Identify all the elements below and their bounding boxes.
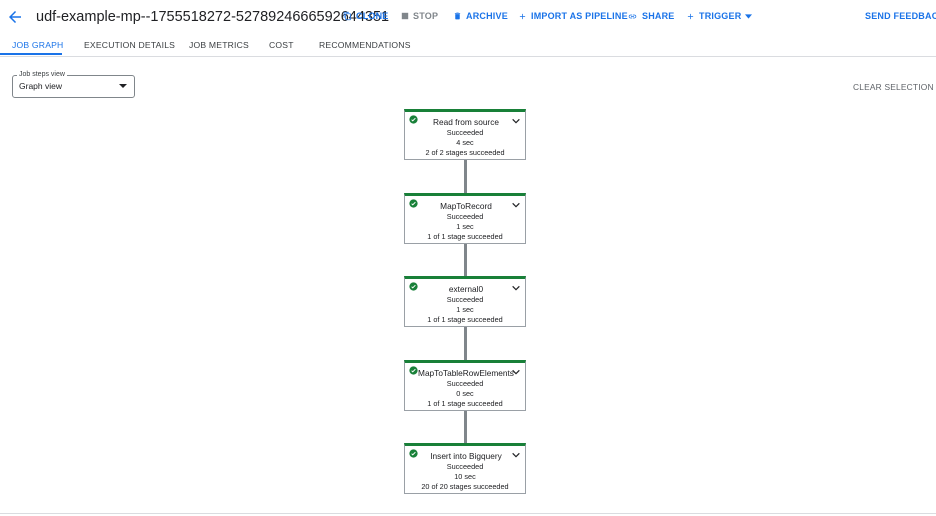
chevron-down-icon[interactable] (512, 369, 520, 375)
node-duration: 4 sec (456, 138, 474, 147)
plus-icon (519, 13, 526, 19)
share-label: SHARE (642, 11, 675, 21)
import-as-pipeline-button[interactable]: IMPORT AS PIPELINE (518, 11, 628, 21)
node-title: Insert into Bigquery (430, 451, 502, 461)
graph-edge (464, 243, 467, 277)
node-duration: 1 sec (456, 305, 474, 314)
node-duration: 1 sec (456, 222, 474, 231)
share-button[interactable]: SHARE (627, 11, 675, 21)
job-title: udf-example-mp--1755518272-5278924666592… (36, 9, 390, 25)
job-steps-view-value: Graph view (19, 81, 62, 91)
tab-execution-details[interactable]: EXECUTION DETAILS (84, 40, 176, 50)
clone-label: CLONE (356, 11, 389, 21)
node-title: MapToRecord (440, 201, 492, 211)
plus-icon (687, 13, 694, 19)
node-stages: 20 of 20 stages succeeded (421, 482, 509, 491)
dropdown-arrow-icon (119, 84, 127, 88)
graph-edge (464, 410, 467, 444)
chevron-down-icon[interactable] (512, 118, 520, 124)
graph-node-read-from-source[interactable]: Read from source Succeeded 4 sec 2 of 2 … (404, 109, 526, 160)
node-status: Succeeded (446, 128, 484, 137)
trigger-button[interactable]: TRIGGER (686, 11, 753, 21)
bottom-divider (0, 513, 936, 514)
node-stages: 1 of 1 stage succeeded (427, 232, 503, 241)
active-tab-indicator (0, 53, 62, 55)
check-circle-icon (409, 366, 418, 375)
graph-edge (464, 160, 467, 194)
node-status: Succeeded (446, 212, 484, 221)
node-duration: 0 sec (456, 389, 474, 398)
archive-button[interactable]: ARCHIVE (453, 11, 508, 21)
graph-node-maptotablerowelements[interactable]: MapToTableRowElements Succeeded 0 sec 1 … (404, 360, 526, 411)
archive-label: ARCHIVE (466, 11, 508, 21)
node-status: Succeeded (446, 379, 484, 388)
graph-node-external0[interactable]: external0 Succeeded 1 sec 1 of 1 stage s… (404, 276, 526, 327)
back-arrow-icon[interactable] (6, 8, 24, 26)
graph-edge (464, 327, 467, 361)
tab-recommendations[interactable]: RECOMMENDATIONS (319, 40, 411, 50)
clone-icon (343, 11, 351, 21)
tab-bar: JOB GRAPH EXECUTION DETAILS JOB METRICS … (0, 34, 936, 57)
job-steps-view-label: Job steps view (17, 71, 67, 78)
graph-node-insert-into-bigquery[interactable]: Insert into Bigquery Succeeded 10 sec 20… (404, 443, 526, 494)
import-as-pipeline-label: IMPORT AS PIPELINE (531, 11, 628, 21)
node-title: MapToTableRowElements (418, 368, 514, 378)
check-circle-icon (409, 115, 418, 124)
send-feedback-button[interactable]: SEND FEEDBACK (865, 11, 936, 21)
top-bar: udf-example-mp--1755518272-5278924666592… (0, 0, 936, 34)
tab-job-metrics[interactable]: JOB METRICS (189, 40, 249, 50)
node-duration: 10 sec (454, 472, 476, 481)
trigger-label: TRIGGER (699, 11, 742, 21)
check-circle-icon (409, 449, 418, 458)
trash-icon (454, 12, 461, 20)
node-stages: 1 of 1 stage succeeded (427, 399, 503, 408)
stop-label: STOP (413, 11, 439, 21)
stop-button[interactable]: STOP (401, 11, 438, 21)
caret-down-icon (745, 13, 753, 19)
chevron-down-icon[interactable] (512, 202, 520, 208)
chevron-down-icon[interactable] (512, 285, 520, 291)
node-status: Succeeded (446, 295, 484, 304)
clone-button[interactable]: CLONE (343, 11, 389, 21)
link-icon (628, 14, 637, 18)
stop-icon (401, 12, 409, 20)
job-steps-view-select[interactable]: Job steps view Graph view (12, 71, 135, 98)
clear-selection-button[interactable]: CLEAR SELECTION (853, 82, 934, 92)
node-stages: 2 of 2 stages succeeded (425, 148, 505, 157)
chevron-down-icon[interactable] (512, 452, 520, 458)
node-stages: 1 of 1 stage succeeded (427, 315, 503, 324)
tab-cost[interactable]: COST (269, 40, 294, 50)
tab-job-graph[interactable]: JOB GRAPH (12, 40, 64, 50)
graph-node-maptorecord[interactable]: MapToRecord Succeeded 1 sec 1 of 1 stage… (404, 193, 526, 244)
node-title: Read from source (433, 117, 499, 127)
node-status: Succeeded (446, 462, 484, 471)
check-circle-icon (409, 199, 418, 208)
check-circle-icon (409, 282, 418, 291)
node-title: external0 (448, 284, 484, 294)
